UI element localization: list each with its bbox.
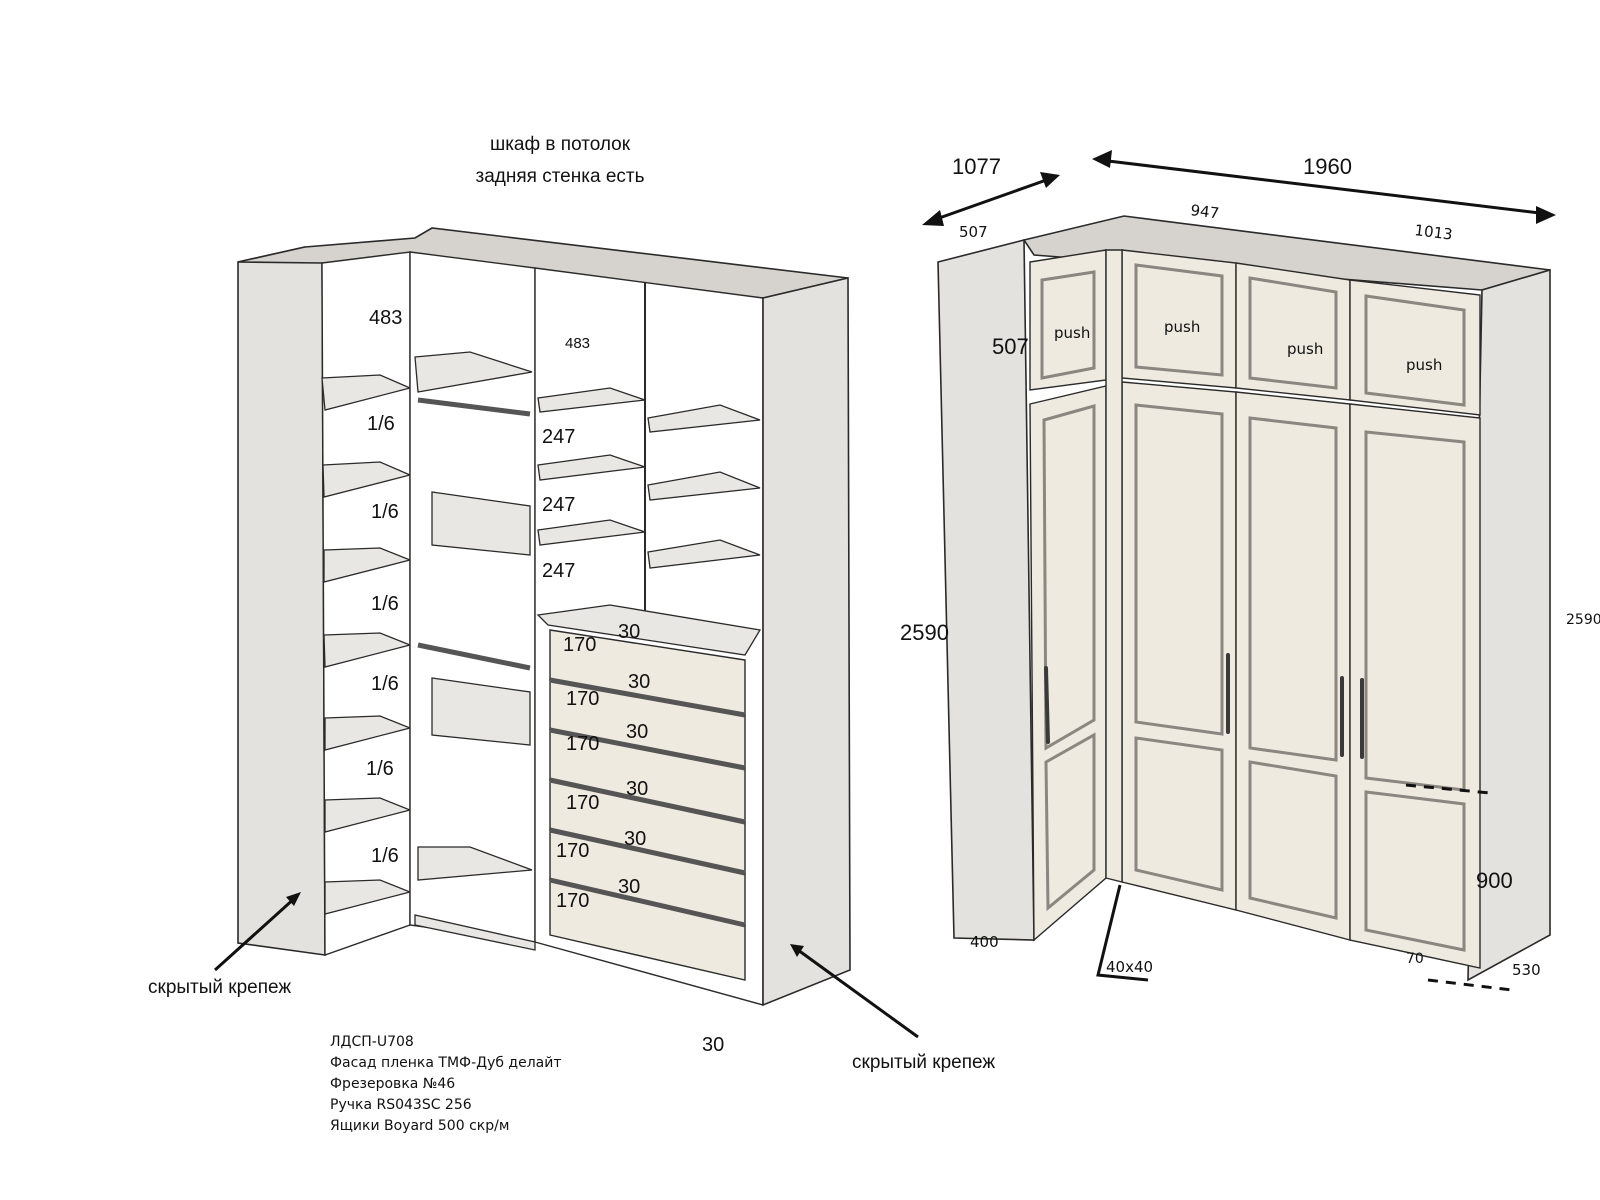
dim-70: 70 <box>1406 951 1424 967</box>
note-drawers: Ящики Boyard 500 скр/м <box>330 1118 510 1134</box>
push-label-4: push <box>1406 356 1442 374</box>
dim-947: 947 <box>1190 201 1221 222</box>
title-line-2: задняя стенка есть <box>475 166 644 187</box>
bottom-dim-30: 30 <box>702 1034 724 1056</box>
left-unit: 483 483 1/6 1/6 1/6 1/6 1/6 1/6 247 247 … <box>148 227 995 1073</box>
note-milling: Фрезеровка №46 <box>330 1076 456 1092</box>
shelf-fraction-4: 1/6 <box>371 673 399 695</box>
dim-400: 400 <box>970 933 999 951</box>
drawer-6: 170 <box>556 890 589 912</box>
door-2 <box>1121 381 1237 911</box>
dim-507-top: 507 <box>959 223 988 241</box>
dim-2590-right: 2590 <box>1566 612 1600 628</box>
dim-1077: 1077 <box>952 154 1001 179</box>
shelf-fraction-5: 1/6 <box>366 758 394 780</box>
push-label-1: push <box>1054 324 1090 342</box>
drawer-4: 170 <box>566 792 599 814</box>
column-b-bottom-shelf <box>417 846 533 881</box>
drawer-2: 170 <box>566 688 599 710</box>
note-facade: Фасад пленка ТМФ-Дуб делайт <box>330 1055 562 1071</box>
title-line-1: шкаф в потолок <box>490 134 631 155</box>
shelf-fraction-1: 1/6 <box>367 413 395 435</box>
dim-1077-line <box>927 176 1053 224</box>
dim-40x40: 40x40 <box>1106 958 1153 976</box>
height-label-col-c: 483 <box>565 335 590 352</box>
dash-900-top <box>1405 783 1491 795</box>
dim-900: 900 <box>1476 868 1513 893</box>
left-side-panel <box>237 246 326 956</box>
corner-post <box>1105 249 1123 883</box>
material-notes: ЛДСП-U708 Фасад пленка ТМФ-Дуб делайт Фр… <box>330 1032 562 1137</box>
door-3 <box>1235 391 1351 941</box>
drawer-stack <box>549 629 746 981</box>
dim-1960: 1960 <box>1303 154 1352 179</box>
mezz-door-4 <box>1349 279 1481 416</box>
drawer-1: 170 <box>563 634 596 656</box>
dim-2590-left: 2590 <box>900 620 949 645</box>
dim-1960-line <box>1099 158 1549 216</box>
corner-indicator <box>1096 884 1149 982</box>
column-c-shelves <box>536 387 762 656</box>
column-b-box-bottom <box>431 677 531 746</box>
dim-507-mezz: 507 <box>992 334 1029 359</box>
note-handle: Ручка RS043SC 256 <box>330 1097 472 1113</box>
gap-1: 30 <box>618 621 640 643</box>
right-side-panel <box>762 276 851 1007</box>
plinth-strip <box>414 914 536 951</box>
gap-6: 30 <box>618 876 640 898</box>
push-label-2: push <box>1164 318 1200 336</box>
shelf-fraction-2: 1/6 <box>371 501 399 523</box>
fastener-arrow-left <box>213 895 298 972</box>
drawer-3: 170 <box>566 733 599 755</box>
shelf-fraction-3: 1/6 <box>371 593 399 615</box>
fastener-arrow-right <box>797 948 919 1039</box>
column-b-top-shelf <box>414 351 533 393</box>
hanging-rail-top <box>417 397 531 417</box>
note-material: ЛДСП-U708 <box>330 1034 414 1050</box>
dim-530: 530 <box>1512 961 1541 979</box>
right-unit: push push push push 1077 1960 507 947 10… <box>900 150 1600 992</box>
door-mouldings <box>1040 263 1466 952</box>
handle-1 <box>1044 666 1050 744</box>
hanging-rail-bottom <box>417 642 531 671</box>
shelf-fraction-6: 1/6 <box>371 845 399 867</box>
gap-2: 30 <box>628 671 650 693</box>
height-label-col-a: 483 <box>369 307 402 329</box>
mid-shelf-2: 247 <box>542 494 575 516</box>
gap-5: 30 <box>624 828 646 850</box>
mid-shelf-1: 247 <box>542 426 575 448</box>
gap-3: 30 <box>626 721 648 743</box>
dim-1013: 1013 <box>1414 221 1454 244</box>
hidden-fastener-left-label: скрытый крепеж <box>148 977 291 998</box>
door-4 <box>1349 403 1481 969</box>
gap-4: 30 <box>626 778 648 800</box>
mid-shelf-3: 247 <box>542 560 575 582</box>
drawer-5: 170 <box>556 840 589 862</box>
hidden-fastener-right-label: скрытый крепеж <box>852 1052 995 1073</box>
column-b-box-top <box>431 491 531 556</box>
dash-900-bottom <box>1427 978 1513 992</box>
push-label-3: push <box>1287 340 1323 358</box>
